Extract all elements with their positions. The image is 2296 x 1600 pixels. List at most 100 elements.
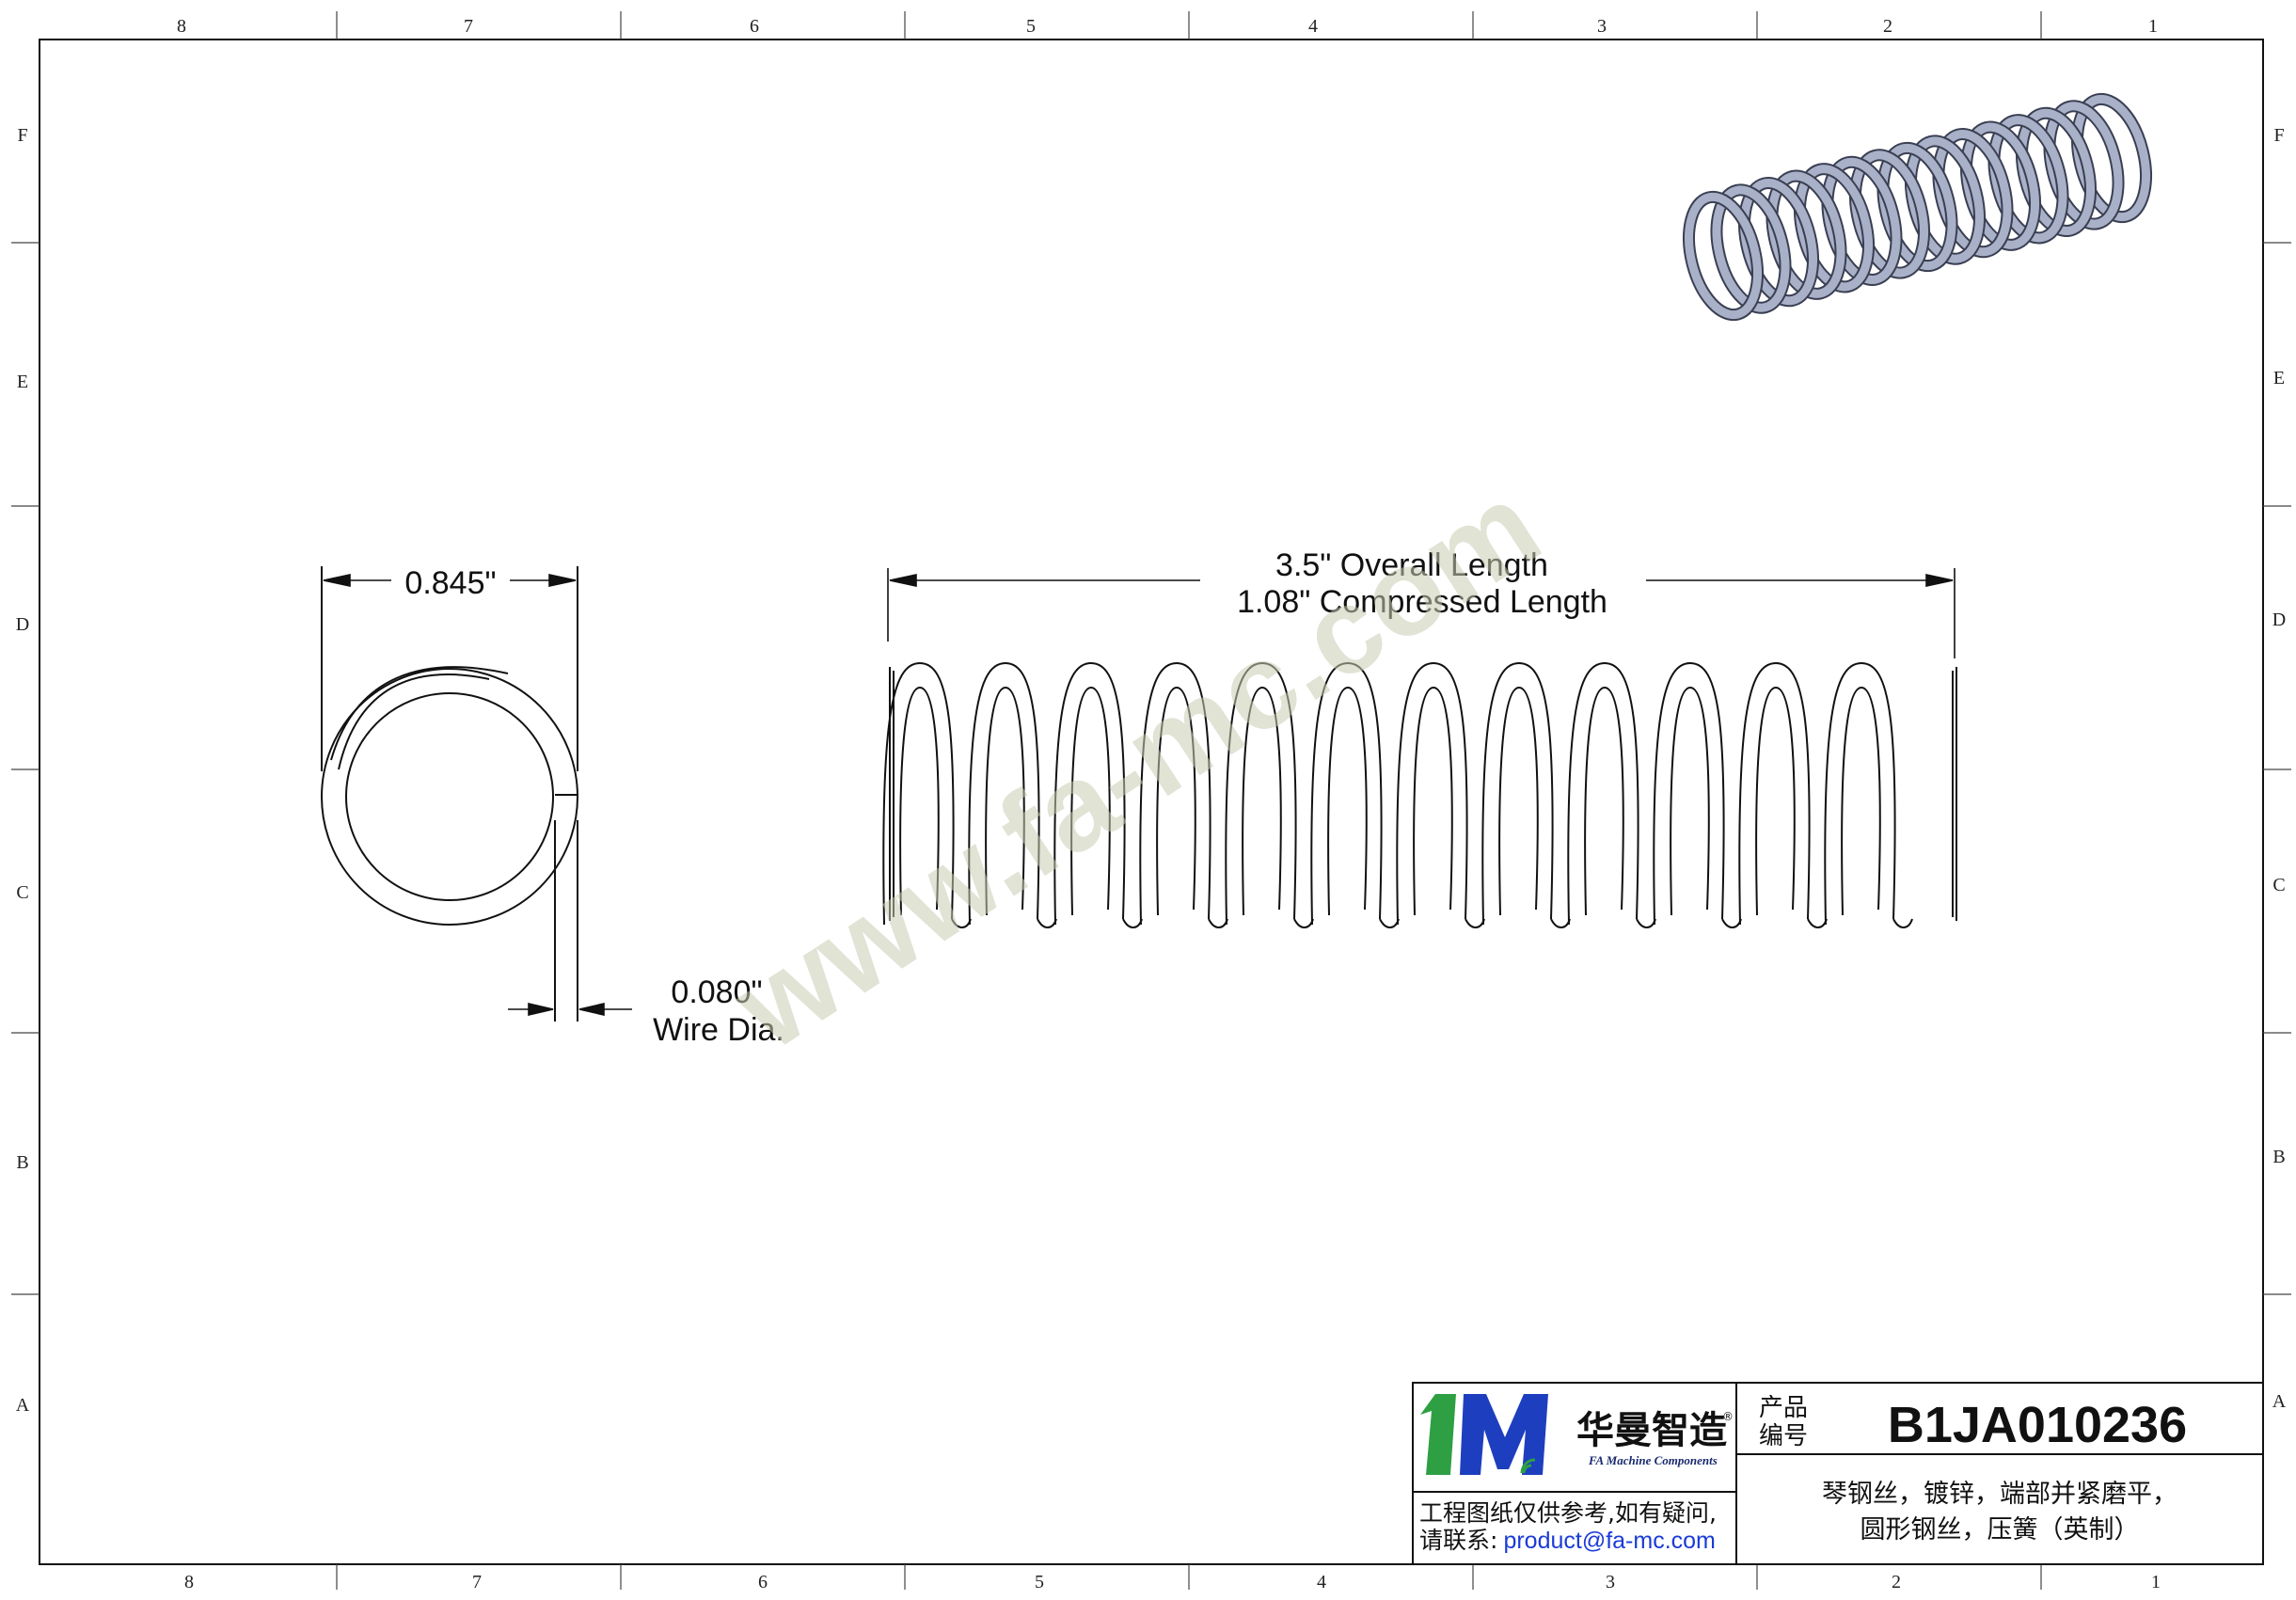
- spring-coil-inner: [899, 686, 940, 916]
- spring-3d-coil: [1740, 179, 1817, 306]
- spring-coil-inner: [1156, 686, 1196, 916]
- zone-labels-right: F E D C B A: [2272, 125, 2287, 1412]
- zone-col-label: 7: [464, 16, 473, 37]
- spring-coil-bottom: [1721, 918, 1742, 928]
- spring-3d-coil: [1907, 136, 1984, 263]
- end-view-inner-circle: [345, 692, 554, 901]
- spring-coil-bottom: [1636, 918, 1656, 928]
- spring-coil-bottom: [1293, 918, 1314, 928]
- brand-en: FA Machine Components: [1588, 1453, 1718, 1467]
- spring-coil-inner: [1327, 686, 1368, 916]
- end-view-coil-tail: [338, 673, 490, 770]
- spring-coil-bottom: [1465, 918, 1485, 928]
- zone-row-label: C: [16, 882, 28, 903]
- zone-row-label: A: [2272, 1391, 2287, 1412]
- zone-labels-left: F E D C B A: [16, 125, 30, 1416]
- zone-row-label: E: [17, 372, 28, 392]
- description-line1: 琴钢丝，镀锌，端部并紧磨平，: [1822, 1480, 2177, 1509]
- compressed-length-label: 1.08" Compressed Length: [1237, 584, 1607, 620]
- contact-line: 请联系:product@fa-mc.com: [1419, 1527, 1716, 1554]
- product-no-label-2: 编号: [1759, 1422, 1808, 1450]
- outer-diameter-label: 0.845": [404, 565, 496, 601]
- spring-3d-coil: [2073, 94, 2150, 222]
- spring-coil: [968, 661, 1040, 926]
- length-dimension: [887, 568, 1956, 658]
- spring-coil: [1139, 661, 1211, 926]
- spring-coil-bottom: [1892, 918, 1913, 928]
- logo-letter-m: [1460, 1394, 1548, 1475]
- spring-coil-inner: [1841, 686, 1881, 916]
- zone-col-label: 4: [1308, 16, 1318, 37]
- product-no-label-1: 产品: [1759, 1394, 1808, 1422]
- logo-wifi-icon: [1520, 1458, 1536, 1474]
- zone-dividers: [11, 11, 2291, 1590]
- spring-3d-coil: [1989, 116, 2067, 243]
- spring-coil-inner: [1584, 686, 1624, 916]
- spring-coil-inner: [1413, 686, 1453, 916]
- spring-coil-bottom: [1550, 918, 1571, 928]
- zone-row-label: A: [16, 1395, 30, 1416]
- spring-coil-bottom: [1122, 918, 1143, 928]
- spring-coil: [1567, 661, 1639, 926]
- spring-coil-bottom: [1379, 918, 1400, 928]
- spring-coil-bottom: [1037, 918, 1057, 928]
- diameter-dimension: [323, 574, 632, 1017]
- logo-digit-1: [1420, 1394, 1456, 1475]
- zone-row-label: F: [2273, 125, 2284, 146]
- spring-coil-bottom: [1807, 918, 1828, 928]
- company-logo: 华曼智造 ® FA Machine Components: [1420, 1394, 1734, 1475]
- spring-coil: [1653, 661, 1725, 926]
- zone-labels-top: 8 7 6 5 4 3 2 1: [177, 16, 2158, 37]
- spring-coil: [1481, 661, 1554, 926]
- drawing-border: [39, 39, 2264, 1565]
- contact-label: 请联系:: [1419, 1527, 1497, 1554]
- zone-row-label: E: [2273, 368, 2285, 388]
- spring-coil: [1396, 661, 1468, 926]
- zone-col-label: 5: [1026, 16, 1036, 37]
- zone-col-label: 6: [758, 1572, 768, 1592]
- zone-col-label: 3: [1597, 16, 1607, 37]
- zone-col-label: 2: [1883, 16, 1892, 37]
- spring-coil: [882, 661, 955, 926]
- spring-3d-coil: [1934, 130, 2012, 257]
- spring-coil-inner: [1498, 686, 1539, 916]
- spring-coil: [1053, 661, 1126, 926]
- product-number: B1JA010236: [1888, 1397, 2187, 1453]
- zone-col-label: 4: [1317, 1572, 1326, 1592]
- disclaimer-line1: 工程图纸仅供参考,如有疑问,: [1419, 1499, 1717, 1527]
- spring-coil-bottom: [1208, 918, 1228, 928]
- zone-col-label: 5: [1035, 1572, 1044, 1592]
- spring-3d-view: [1683, 92, 2152, 322]
- zone-col-label: 8: [184, 1572, 194, 1592]
- spring-coil-inner: [1670, 686, 1710, 916]
- zone-col-label: 3: [1606, 1572, 1615, 1592]
- spring-3d-coil: [2045, 102, 2123, 229]
- spring-3d-coil: [1878, 143, 1956, 271]
- contact-email: product@fa-mc.com: [1503, 1528, 1715, 1554]
- zone-row-label: B: [16, 1152, 28, 1173]
- description-line2: 圆形钢丝，压簧（英制）: [1861, 1515, 2140, 1545]
- spring-side-view: [882, 661, 1957, 928]
- zone-col-label: 1: [2151, 1572, 2161, 1592]
- end-view-outer-circle: [321, 668, 578, 926]
- spring-3d-coil: [2018, 108, 2095, 235]
- spring-3d-coil: [1823, 157, 1901, 284]
- spring-coil: [1225, 661, 1297, 926]
- spring-coil-inner: [1070, 686, 1111, 916]
- spring-coil: [1738, 661, 1811, 926]
- watermark-text: www.fa-mc.com: [710, 456, 1562, 1076]
- spring-left-end: [889, 667, 895, 921]
- spring-coil-inner: [985, 686, 1025, 916]
- spring-3d-coil: [1796, 165, 1873, 292]
- spring-3d-coil: [1962, 122, 2039, 249]
- zone-col-label: 6: [750, 16, 759, 37]
- zone-row-label: D: [2272, 610, 2286, 630]
- zone-row-label: F: [17, 125, 27, 146]
- spring-coil-inner: [1755, 686, 1796, 916]
- overall-length-label: 3.5" Overall Length: [1275, 547, 1548, 583]
- zone-col-label: 2: [1892, 1572, 1901, 1592]
- zone-col-label: 8: [177, 16, 186, 37]
- zone-col-label: 7: [472, 1572, 482, 1592]
- spring-coil: [1310, 661, 1383, 926]
